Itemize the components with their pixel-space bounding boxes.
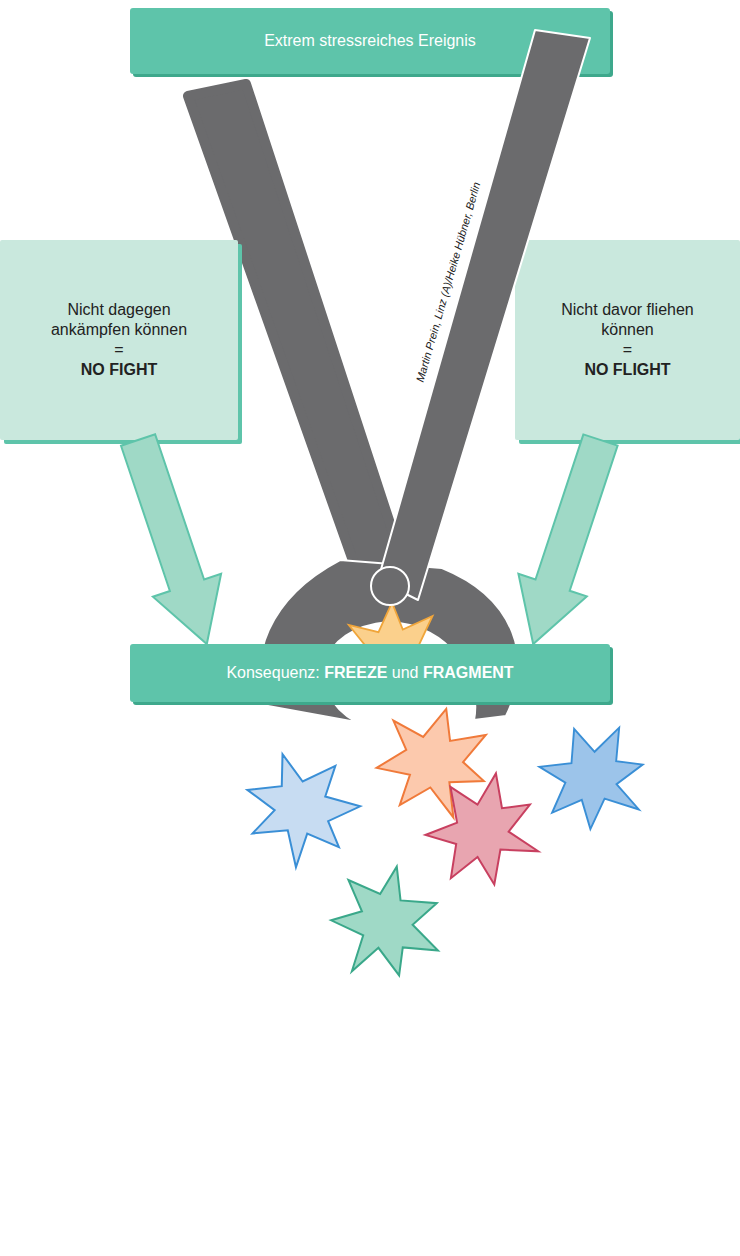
node-text: Nicht davor fliehen können bbox=[545, 300, 710, 340]
text-word: und bbox=[392, 664, 419, 681]
fragment-pink bbox=[408, 755, 556, 902]
text-word: Ereignis bbox=[418, 32, 476, 49]
text-word: Extrem bbox=[264, 32, 315, 49]
node-text: Extrem stressreiches Ereignis bbox=[264, 32, 476, 50]
block-arrow bbox=[121, 434, 221, 644]
condition-box: Nicht davor fliehen können=NO FLIGHT bbox=[515, 240, 740, 440]
text-word: stressreiches bbox=[319, 32, 413, 49]
node-text: Nicht dagegen ankämpfen können bbox=[30, 300, 208, 340]
node-text: = bbox=[623, 340, 632, 360]
node-text: = bbox=[114, 340, 123, 360]
condition-box: Nicht dagegen ankämpfen können=NO FIGHT bbox=[0, 240, 238, 440]
text-word: FREEZE bbox=[324, 664, 387, 681]
node-text: NO FIGHT bbox=[81, 360, 157, 380]
text-word: Konsequenz: bbox=[226, 664, 319, 681]
fragment-shape bbox=[320, 854, 455, 990]
pliers-pivot bbox=[371, 567, 409, 605]
block-arrow bbox=[518, 434, 617, 644]
text-word: FRAGMENT bbox=[423, 664, 514, 681]
node-text: Konsequenz: FREEZE und FRAGMENT bbox=[226, 664, 513, 682]
fragment-blue bbox=[528, 711, 658, 840]
fragment-shape bbox=[228, 732, 377, 881]
node-text: NO FLIGHT bbox=[584, 360, 670, 380]
fragment-shape bbox=[528, 711, 658, 840]
fragment-green bbox=[320, 854, 455, 990]
fragment-lightblue bbox=[228, 732, 377, 881]
consequence-band: Konsequenz: FREEZE und FRAGMENT bbox=[130, 644, 610, 702]
fragment-shape bbox=[408, 755, 556, 902]
